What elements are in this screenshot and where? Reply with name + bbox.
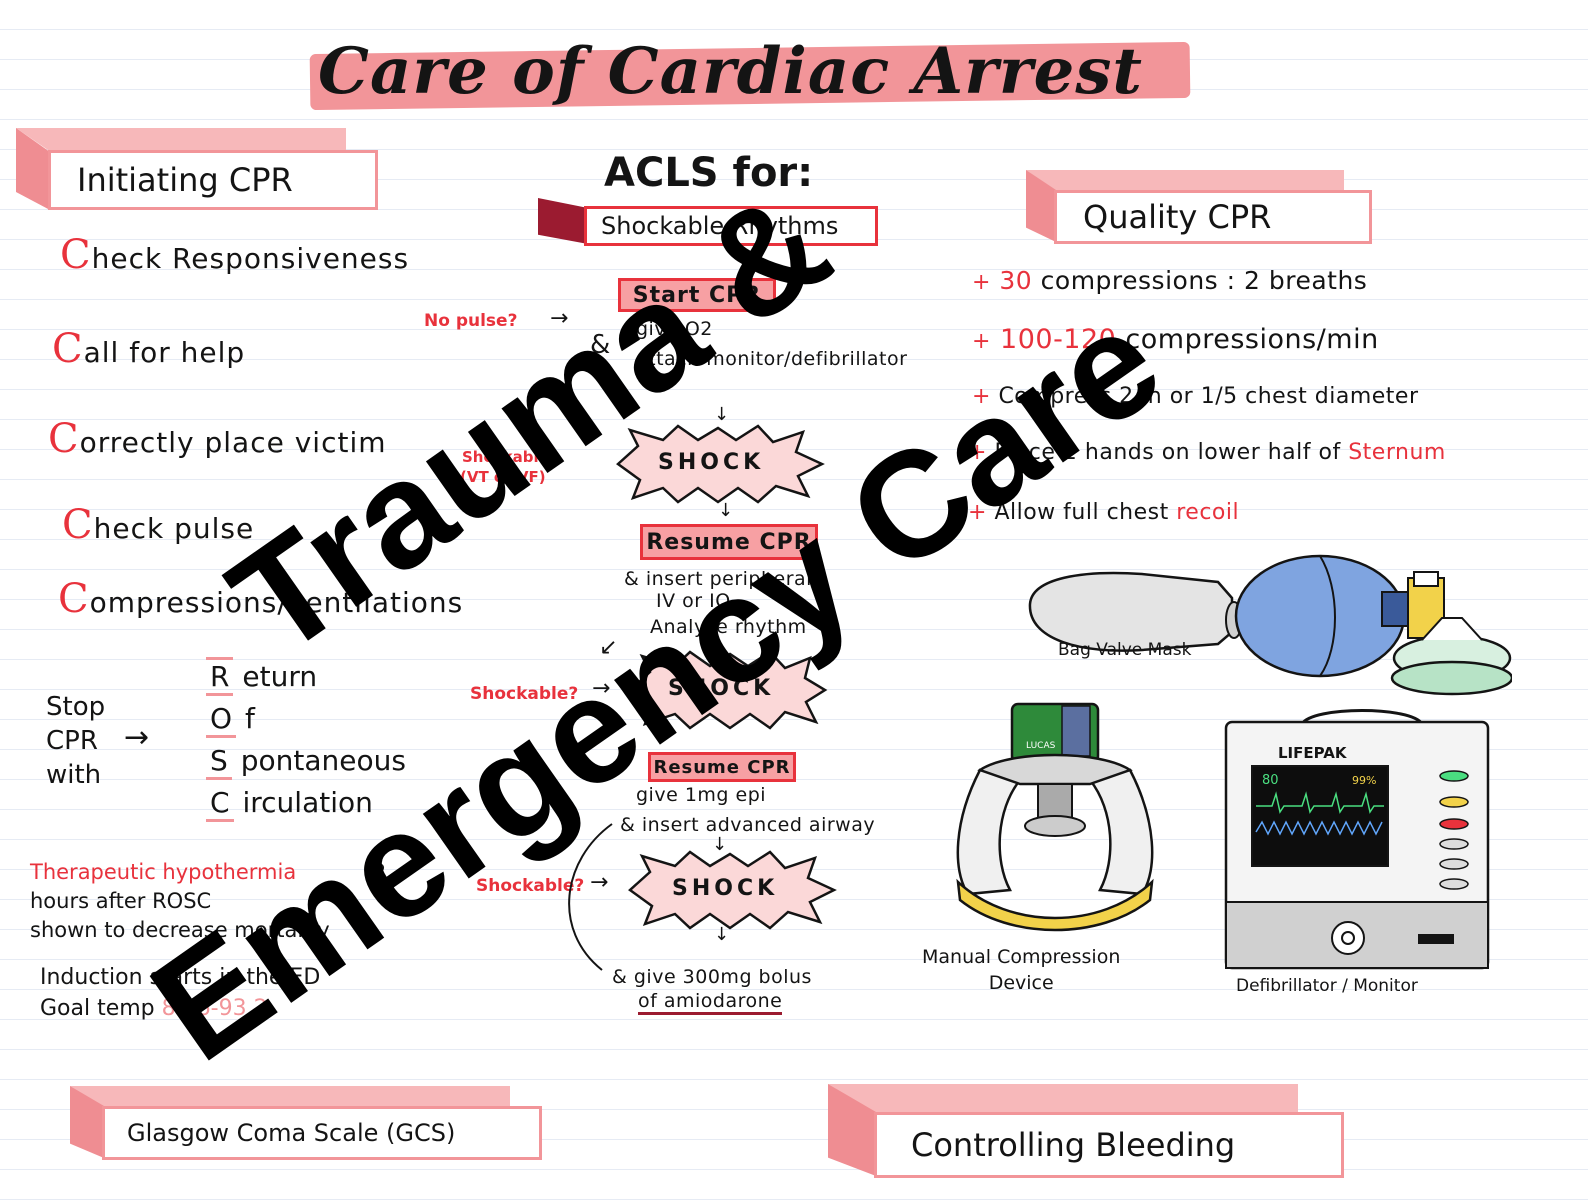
acls-heading: ACLS for: — [604, 150, 814, 196]
shockable-label: Shockable? — [470, 684, 579, 704]
insert-iv-text: & insert peripheral — [624, 568, 812, 590]
shock-label: SHOCK — [658, 450, 765, 475]
give-o2-text: give O2 — [636, 318, 713, 340]
list-item: + Place 2 hands on lower half of Sternum — [968, 440, 1446, 465]
attach-monitor-text: attach monitor/defibrillator — [636, 348, 908, 370]
gcs-heading: Glasgow Coma Scale (GCS) — [102, 1106, 542, 1160]
no-pulse-label: No pulse? — [424, 311, 518, 331]
amiodarone-text-2: of amiodarone — [638, 990, 783, 1015]
vt-vf-label: (VT or VF) — [460, 468, 546, 486]
defibrillator-illustration: LIFEPAK 80 99% — [1224, 709, 1490, 970]
manual-compression-device-illustration: LUCAS — [956, 702, 1154, 932]
advanced-airway-text: & insert advanced airway — [620, 814, 876, 836]
list-item: + 30 compressions : 2 breaths — [972, 266, 1368, 295]
list-item: Check pulse — [62, 502, 255, 548]
bleeding-heading: Controlling Bleeding — [874, 1112, 1344, 1178]
induction-notes: Induction starts in the ED Goal temp 89.… — [40, 965, 321, 1021]
manual-compression-caption: Manual Compression Device — [922, 946, 1121, 994]
rosc-line: S pontaneous — [206, 740, 406, 782]
shockable-rhythms-label: Shockable Rhythms — [584, 206, 878, 246]
rosc-line: O f — [206, 698, 406, 740]
arrow-right-icon: → — [124, 720, 150, 755]
shock-label: SHOCK — [672, 876, 779, 901]
arrow-right-icon: → — [550, 306, 569, 331]
bag-valve-mask-caption: Bag Valve Mask — [1058, 640, 1192, 660]
analyze-rhythm-text: Analyze rhythm — [650, 616, 807, 638]
list-item: Compressions/ventilations — [58, 576, 464, 622]
initiating-cpr-banner: Initiating CPR — [16, 128, 378, 214]
arrow-down-icon: ↓ — [714, 404, 730, 425]
shock-burst-3 — [628, 850, 837, 930]
rosc-line: R eturn — [206, 656, 406, 698]
shock-burst-2 — [628, 650, 828, 730]
page-title-block: Care of Cardiac Arrest — [309, 34, 1191, 111]
bag-valve-mask-illustration — [1028, 554, 1512, 696]
start-cpr-box: Start CPR — [618, 278, 776, 312]
lifepak-text: LIFEPAK — [1278, 744, 1348, 762]
list-item: Call for help — [52, 326, 246, 372]
rosc-line: C irculation — [206, 782, 406, 824]
list-item: + 100-120 compressions/min — [972, 324, 1379, 355]
shockable-banner: Shockable Rhythms — [538, 198, 878, 248]
defibrillator-caption: Defibrillator / Monitor — [1236, 976, 1418, 996]
amiodarone-text-1: & give 300mg bolus — [612, 966, 812, 988]
page-title: Care of Cardiac Arrest — [318, 34, 1143, 109]
rosc-list: R eturn O f S pontaneous C irculation — [206, 656, 406, 824]
iv-io-text: IV or IO — [656, 590, 731, 612]
bleeding-banner: Controlling Bleeding — [828, 1084, 1344, 1180]
initiating-cpr-heading: Initiating CPR — [48, 150, 378, 210]
heart-rate-readout: 80 — [1262, 773, 1279, 788]
lucas-text: LUCAS — [1026, 741, 1056, 751]
ampersand: & — [590, 330, 611, 360]
arrow-down-icon: ↓ — [712, 834, 728, 855]
give-epi-text: give 1mg epi — [636, 784, 767, 806]
resume-cpr-box-2: Resume CPR — [648, 752, 796, 782]
list-item: + Compress 2 in or 1/5 chest diameter — [972, 384, 1419, 409]
hypothermia-notes: Therapeutic hypothermia 2 hours after RO… — [30, 860, 387, 942]
shockable-label: Shockable? — [462, 448, 558, 466]
gcs-banner: Glasgow Coma Scale (GCS) — [70, 1086, 542, 1162]
loop-arrow — [568, 823, 613, 971]
quality-cpr-heading: Quality CPR — [1054, 190, 1372, 244]
spo2-readout: 99% — [1352, 774, 1376, 787]
arrow-down-icon: ↓ — [718, 500, 734, 521]
list-item: Check Responsiveness — [60, 232, 410, 278]
resume-cpr-box: Resume CPR — [640, 524, 818, 560]
arrow-right-icon: → — [590, 870, 609, 895]
shockable-label: Shockable? — [476, 876, 585, 896]
arrow-right-icon: → — [592, 676, 611, 701]
list-item: Correctly place victim — [48, 416, 387, 462]
shock-label: SHOCK — [668, 676, 775, 701]
list-item: + Allow full chest recoil — [968, 500, 1240, 525]
shock-burst-1 — [616, 424, 825, 504]
quality-cpr-banner: Quality CPR — [1026, 170, 1372, 246]
arrow-down-icon: ↓ — [714, 924, 730, 945]
stop-cpr-label: Stop CPR with — [46, 692, 106, 790]
